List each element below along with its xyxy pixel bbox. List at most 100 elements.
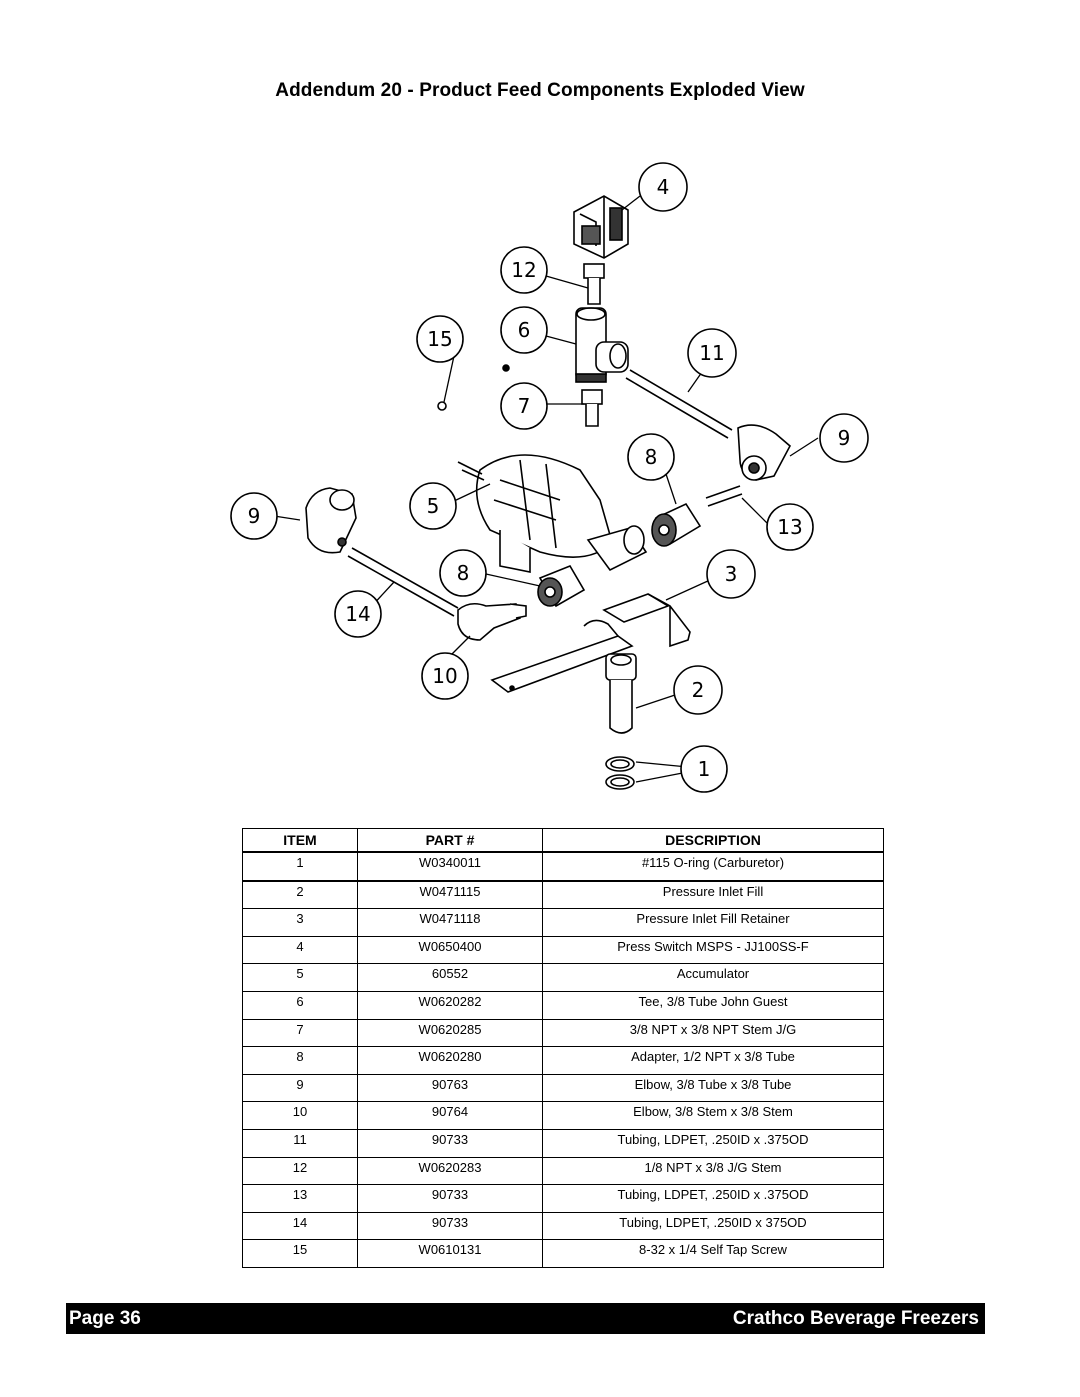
part-number-cell: 90733 [357, 1184, 543, 1213]
header-description: DESCRIPTION [542, 828, 884, 853]
item-cell: 4 [242, 936, 358, 965]
part-9-elbow-right [737, 424, 792, 481]
part-number-cell: W0471115 [357, 880, 543, 910]
description-cell: 3/8 NPT x 3/8 NPT Stem J/G [542, 1019, 884, 1048]
part-2-inlet-fill [605, 653, 637, 734]
item-cell: 5 [242, 963, 358, 992]
item-cell: 7 [242, 1019, 358, 1048]
description-cell: Pressure Inlet Fill [542, 880, 884, 910]
callout-5: 5 [427, 494, 440, 518]
description-cell: Press Switch MSPS - JJ100SS-F [542, 936, 884, 965]
description-cell: Tubing, LDPET, .250ID x 375OD [542, 1212, 884, 1241]
part-3-retainer [490, 593, 691, 693]
header-item: ITEM [242, 828, 358, 853]
part-number-cell: 90763 [357, 1074, 543, 1103]
item-cell: 9 [242, 1074, 358, 1103]
item-cell: 2 [242, 880, 358, 910]
callout-13: 13 [777, 515, 802, 539]
callout-7: 7 [518, 394, 531, 418]
part-number-cell: W0620280 [357, 1046, 543, 1075]
description-cell: 8-32 x 1/4 Self Tap Screw [542, 1239, 884, 1268]
callout-6: 6 [518, 318, 531, 342]
callout-2: 2 [692, 678, 705, 702]
part-8-adapter-upper [651, 502, 702, 547]
item-cell: 14 [242, 1212, 358, 1241]
description-cell: Adapter, 1/2 NPT x 3/8 Tube [542, 1046, 884, 1075]
part-7-stem [581, 389, 603, 427]
description-cell: Elbow, 3/8 Stem x 3/8 Stem [542, 1101, 884, 1130]
callout-15: 15 [427, 327, 452, 351]
part-number-cell: W0650400 [357, 936, 543, 965]
callout-1: 1 [698, 757, 711, 781]
callout-14: 14 [345, 602, 370, 626]
part-6-tee [575, 307, 629, 383]
part-1-o-rings [605, 756, 635, 790]
part-number-cell: W0471118 [357, 908, 543, 937]
part-number-cell: W0620283 [357, 1157, 543, 1186]
item-cell: 8 [242, 1046, 358, 1075]
item-cell: 1 [242, 852, 358, 882]
description-cell: Accumulator [542, 963, 884, 992]
part-number-cell: W0620285 [357, 1019, 543, 1048]
description-cell: Pressure Inlet Fill Retainer [542, 908, 884, 937]
callout-3: 3 [725, 562, 738, 586]
item-cell: 6 [242, 991, 358, 1020]
part-number-cell: 60552 [357, 963, 543, 992]
item-cell: 15 [242, 1239, 358, 1268]
item-cell: 12 [242, 1157, 358, 1186]
callout-4: 4 [657, 175, 670, 199]
item-cell: 13 [242, 1184, 358, 1213]
part-13-tubing [705, 485, 743, 507]
part-number-cell: W0340011 [357, 852, 543, 882]
page-footer: Page 36 Crathco Beverage Freezers [66, 1303, 985, 1334]
part-4-pressure-switch [573, 195, 629, 259]
brand-name: Crathco Beverage Freezers [732, 1308, 979, 1329]
page-title: Addendum 20 - Product Feed Components Ex… [275, 80, 805, 101]
description-cell: Tubing, LDPET, .250ID x .375OD [542, 1129, 884, 1158]
callout-9-right: 9 [838, 426, 851, 450]
callout-10: 10 [432, 664, 457, 688]
part-15-screw [437, 364, 510, 411]
part-10-elbow [457, 602, 527, 641]
header-part-number: PART # [357, 828, 543, 853]
part-number-cell: 90733 [357, 1129, 543, 1158]
callout-9-left: 9 [248, 504, 261, 528]
callout-12: 12 [511, 258, 536, 282]
part-5-accumulator [457, 454, 648, 573]
part-9-elbow-left [305, 487, 357, 554]
item-cell: 10 [242, 1101, 358, 1130]
part-12-stem [583, 263, 605, 305]
part-number-cell: 90733 [357, 1212, 543, 1241]
part-8-adapter-lower [537, 565, 586, 608]
callout-11: 11 [699, 341, 724, 365]
description-cell: Tubing, LDPET, .250ID x .375OD [542, 1184, 884, 1213]
callout-8-upper: 8 [645, 445, 658, 469]
part-number-cell: W0610131 [357, 1239, 543, 1268]
part-11-tubing [625, 369, 733, 439]
part-14-tubing [347, 547, 459, 617]
part-number-cell: 90764 [357, 1101, 543, 1130]
callout-8-lower: 8 [457, 561, 470, 585]
part-number-cell: W0620282 [357, 991, 543, 1020]
item-cell: 3 [242, 908, 358, 937]
description-cell: Elbow, 3/8 Tube x 3/8 Tube [542, 1074, 884, 1103]
exploded-view-diagram: 4 12 6 15 11 7 9 8 9 5 13 8 3 14 10 2 1 [210, 160, 870, 815]
description-cell: 1/8 NPT x 3/8 J/G Stem [542, 1157, 884, 1186]
description-cell: #115 O-ring (Carburetor) [542, 852, 884, 882]
